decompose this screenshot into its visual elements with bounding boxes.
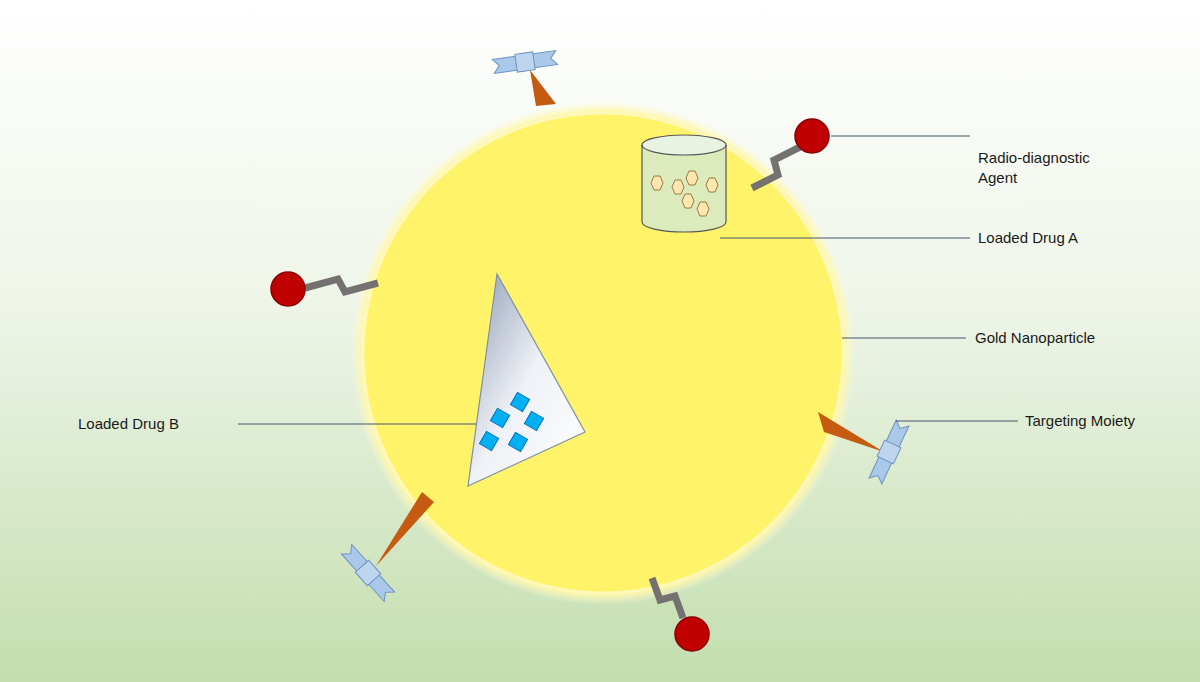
- callout-label: Loaded Drug B: [78, 414, 228, 434]
- callout-label: Gold Nanoparticle: [975, 328, 1155, 348]
- gold-nanoparticle: [363, 113, 843, 593]
- callout-label: Loaded Drug A: [978, 228, 1138, 248]
- particle-glow: [351, 101, 855, 605]
- targeting-moiety: [340, 492, 434, 603]
- callout-label: Radio-diagnostic Agent: [978, 148, 1106, 189]
- targeting-moiety: [492, 49, 558, 106]
- targeting-moiety: [818, 412, 911, 485]
- drug-b-carrier: [468, 274, 585, 486]
- radio-diagnostic-agent: [271, 119, 829, 651]
- drug-a-container: [642, 135, 726, 232]
- callout-label: Targeting Moiety: [1025, 411, 1185, 431]
- leader-line: [238, 136, 1018, 424]
